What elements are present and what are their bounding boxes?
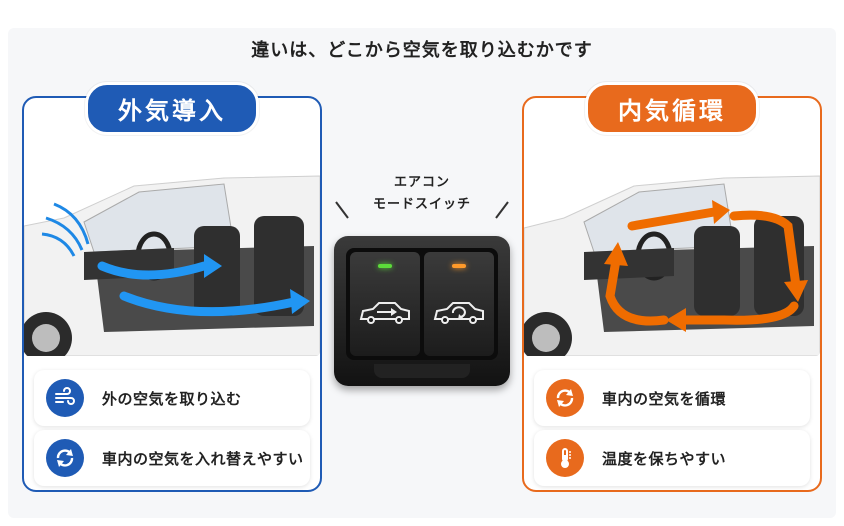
switch-base bbox=[374, 364, 470, 378]
fresh-led-indicator bbox=[378, 264, 392, 268]
recirc-feature-1-text: 車内の空気を循環 bbox=[602, 389, 727, 408]
switch-caption-line2: モードスイッチ bbox=[372, 197, 471, 212]
fresh-feature-2-text: 車内の空気を入れ替えやすい bbox=[102, 449, 304, 468]
switch-caption-accent-lines bbox=[335, 201, 509, 219]
car-recirculation-illustration bbox=[524, 156, 820, 356]
fresh-feature-1-text: 外の空気を取り込む bbox=[102, 389, 242, 408]
recirculation-button[interactable] bbox=[424, 252, 494, 356]
switch-caption-line1: エアコン bbox=[393, 175, 450, 190]
fresh-air-button[interactable] bbox=[350, 252, 420, 356]
recirc-feature-2: 温度を保ちやすい bbox=[534, 430, 810, 486]
car-recirculation-symbol-icon bbox=[433, 302, 484, 325]
ac-mode-switch bbox=[334, 236, 510, 386]
wind-icon bbox=[46, 379, 84, 417]
recycle-arrows-icon bbox=[46, 439, 84, 477]
car-fresh-air-symbol-icon bbox=[359, 302, 410, 325]
recycle-arrows-icon bbox=[546, 379, 584, 417]
fresh-feature-1: 外の空気を取り込む bbox=[34, 370, 310, 426]
fresh-air-panel: 外気導入 bbox=[22, 82, 322, 492]
fresh-air-title: 外気導入 bbox=[85, 82, 259, 135]
thermometer-icon bbox=[546, 439, 584, 477]
recirc-led-indicator bbox=[452, 264, 466, 268]
recirc-feature-1: 車内の空気を循環 bbox=[534, 370, 810, 426]
headline: 違いは、どこから空気を取り込むかです bbox=[251, 40, 593, 61]
recirculation-title: 内気循環 bbox=[585, 82, 759, 135]
recirculation-panel: 内気循環 bbox=[522, 82, 822, 492]
car-fresh-air-illustration bbox=[24, 156, 320, 356]
switch-face bbox=[346, 248, 498, 360]
recirc-feature-2-text: 温度を保ちやすい bbox=[602, 449, 727, 468]
fresh-feature-2: 車内の空気を入れ替えやすい bbox=[34, 430, 310, 486]
switch-caption: エアコン モードスイッチ bbox=[330, 172, 514, 216]
